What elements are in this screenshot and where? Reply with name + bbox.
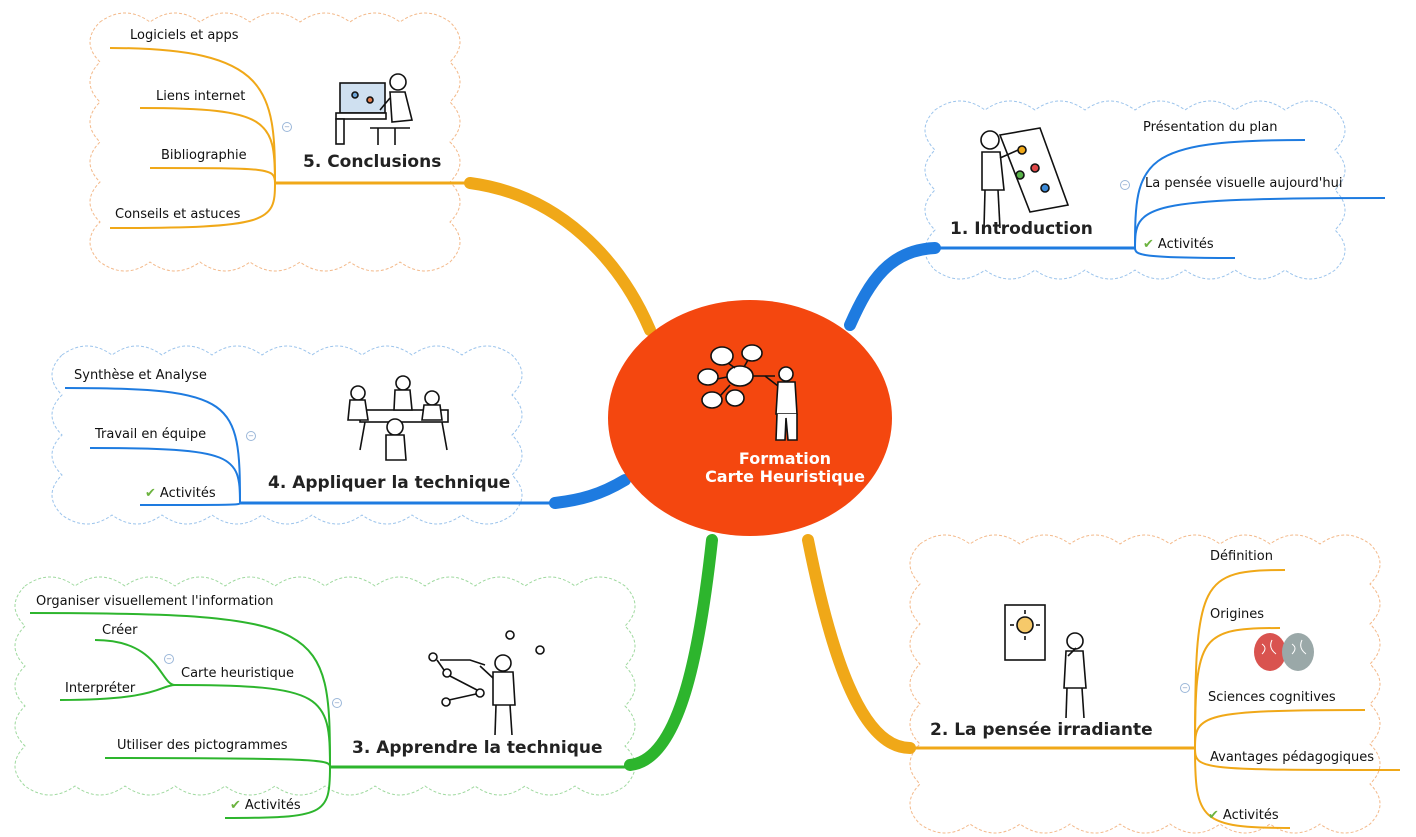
branch-title-apprendre[interactable]: 3. Apprendre la technique: [352, 738, 603, 758]
center-title-line2: Carte Heuristique: [705, 467, 865, 486]
conclusions-item[interactable]: Conseils et astuces: [115, 207, 241, 222]
conclusions-item[interactable]: Bibliographie: [161, 148, 247, 163]
check-icon: ✔: [145, 486, 156, 501]
irradiante-item[interactable]: Origines: [1210, 607, 1265, 622]
intro-connectors: [1134, 139, 1386, 259]
appliquer-item-label: Activités: [159, 486, 216, 501]
branch-title-conclusions[interactable]: 5. Conclusions: [303, 152, 442, 172]
presentation-board-icon: [980, 127, 1070, 229]
branch-title-intro[interactable]: 1. Introduction: [950, 219, 1093, 239]
cloud-intro: [924, 100, 1346, 280]
branch-conclusions: [464, 177, 656, 336]
intro-item-activites[interactable]: ✔Activités: [1143, 237, 1214, 253]
irradiante-item[interactable]: Avantages pédagogiques: [1210, 750, 1375, 765]
collapse-icon[interactable]: −: [332, 698, 342, 708]
apprendre-item[interactable]: Organiser visuellement l'information: [36, 594, 274, 609]
check-icon: ✔: [1143, 237, 1154, 252]
sun-thinking-icon: [1004, 604, 1087, 719]
collapse-icon[interactable]: −: [1120, 180, 1130, 190]
mindmap-person-icon: [697, 344, 798, 441]
appliquer-item[interactable]: Travail en équipe: [95, 427, 207, 442]
conclusions-item[interactable]: Logiciels et apps: [130, 28, 239, 43]
check-icon: ✔: [1208, 808, 1219, 823]
irradiante-item-label: Activités: [1222, 808, 1279, 823]
branch-title-irradiante[interactable]: 2. La pensée irradiante: [930, 720, 1153, 740]
irradiante-item[interactable]: Sciences cognitives: [1208, 690, 1336, 705]
cloud-appliquer: [51, 345, 523, 525]
apprendre-item-activites[interactable]: ✔Activités: [230, 798, 301, 814]
linking-person-icon: [428, 630, 545, 736]
appliquer-item[interactable]: Synthèse et Analyse: [74, 368, 207, 383]
cloud-irradiante: [909, 534, 1381, 834]
branch-intro: [844, 242, 941, 331]
center-title[interactable]: Formation Carte Heuristique: [700, 450, 870, 486]
apprendre-item[interactable]: Carte heuristique: [181, 666, 295, 681]
collapse-icon[interactable]: −: [282, 122, 292, 132]
apprendre-subitem[interactable]: Créer: [102, 623, 138, 638]
collapse-icon[interactable]: −: [1180, 683, 1190, 693]
intro-item[interactable]: La pensée visuelle aujourd'hui: [1145, 176, 1343, 191]
collapse-icon[interactable]: −: [164, 654, 174, 664]
center-node[interactable]: [608, 300, 892, 536]
center-title-line1: Formation: [738, 449, 832, 468]
computer-user-icon: [335, 73, 414, 145]
conclusions-item[interactable]: Liens internet: [156, 89, 246, 104]
apprendre-item-label: Activités: [244, 798, 301, 813]
branch-appliquer: [549, 474, 631, 509]
irradiante-item-activites[interactable]: ✔Activités: [1208, 808, 1279, 824]
appliquer-item-activites[interactable]: ✔Activités: [145, 486, 216, 502]
irradiante-item[interactable]: Définition: [1210, 549, 1273, 564]
appliquer-connectors: [64, 387, 241, 506]
check-icon: ✔: [230, 798, 241, 813]
brain-icon: [1254, 633, 1314, 671]
cloud-apprendre: [14, 576, 636, 796]
apprendre-subitem[interactable]: Interpréter: [65, 681, 136, 696]
cloud-conclusions: [89, 12, 461, 272]
apprendre-item[interactable]: Utiliser des pictogrammes: [117, 738, 288, 753]
team-meeting-icon: [347, 375, 449, 461]
intro-item[interactable]: Présentation du plan: [1143, 120, 1278, 135]
irradiante-connectors: [1194, 569, 1401, 829]
branch-apprendre: [624, 534, 718, 771]
branch-irradiante: [802, 534, 916, 754]
branch-title-appliquer[interactable]: 4. Appliquer la technique: [268, 473, 511, 493]
intro-item-label: Activités: [1157, 237, 1214, 252]
apprendre-connectors: [29, 612, 331, 819]
conclusions-connectors: [109, 47, 276, 229]
collapse-icon[interactable]: −: [246, 431, 256, 441]
